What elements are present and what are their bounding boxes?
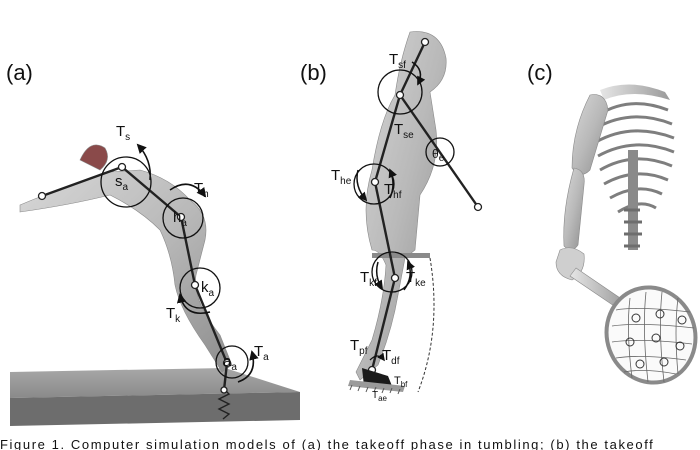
forearm-icon [563,167,585,251]
torque-arrow-ankle [237,350,259,383]
takeoff-board [372,253,430,258]
spine [628,150,638,250]
jumper-body [355,31,447,381]
spring-icon [217,387,231,420]
label-aa: aa [223,353,237,373]
panel-a: (a) Ts Th Tk Ta sa ha [6,60,300,426]
torque-arrow-shoulder [136,143,152,181]
label-ts: Ts [116,123,130,143]
panel-a-letter: (a) [6,60,33,85]
label-tpf: Tpf [350,337,368,357]
label-tk: Tk [166,305,181,325]
link-chain-a [41,165,229,391]
label-thf: Thf [384,181,402,201]
gymnast-body [19,144,233,373]
label-ka: ka [201,279,215,299]
swing-guide [417,257,435,393]
ribcage-icon [595,102,675,214]
torque-arrow-hip [169,183,207,198]
label-ha: ha [173,209,187,229]
label-tdf: Tdf [382,347,400,367]
panel-b: (b) Tsf Tse [300,31,483,403]
label-ta: Ta [254,343,269,363]
figure-caption: Figure 1. Computer simulation models of … [0,438,655,450]
panel-b-letter: (b) [300,60,327,85]
label-sa: sa [115,173,129,193]
ground-pad [348,380,405,392]
panel-c: (c) [527,60,698,385]
label-tkf: Tkf [360,269,377,289]
upper-arm-icon [571,94,609,175]
label-theta-e: θe [432,147,445,164]
panel-c-letter: (c) [527,60,553,85]
label-tse: Tse [394,121,414,141]
label-tsf: Tsf [389,51,406,71]
label-tbf: Tbf [394,375,408,389]
foot-segment [362,368,392,386]
racket-head-icon [604,285,698,385]
label-tke: Tke [406,269,426,289]
label-the: The [331,167,352,187]
torque-arrow-knee [176,293,211,314]
label-th: Th [194,180,209,200]
label-tae: Tae [372,390,388,403]
